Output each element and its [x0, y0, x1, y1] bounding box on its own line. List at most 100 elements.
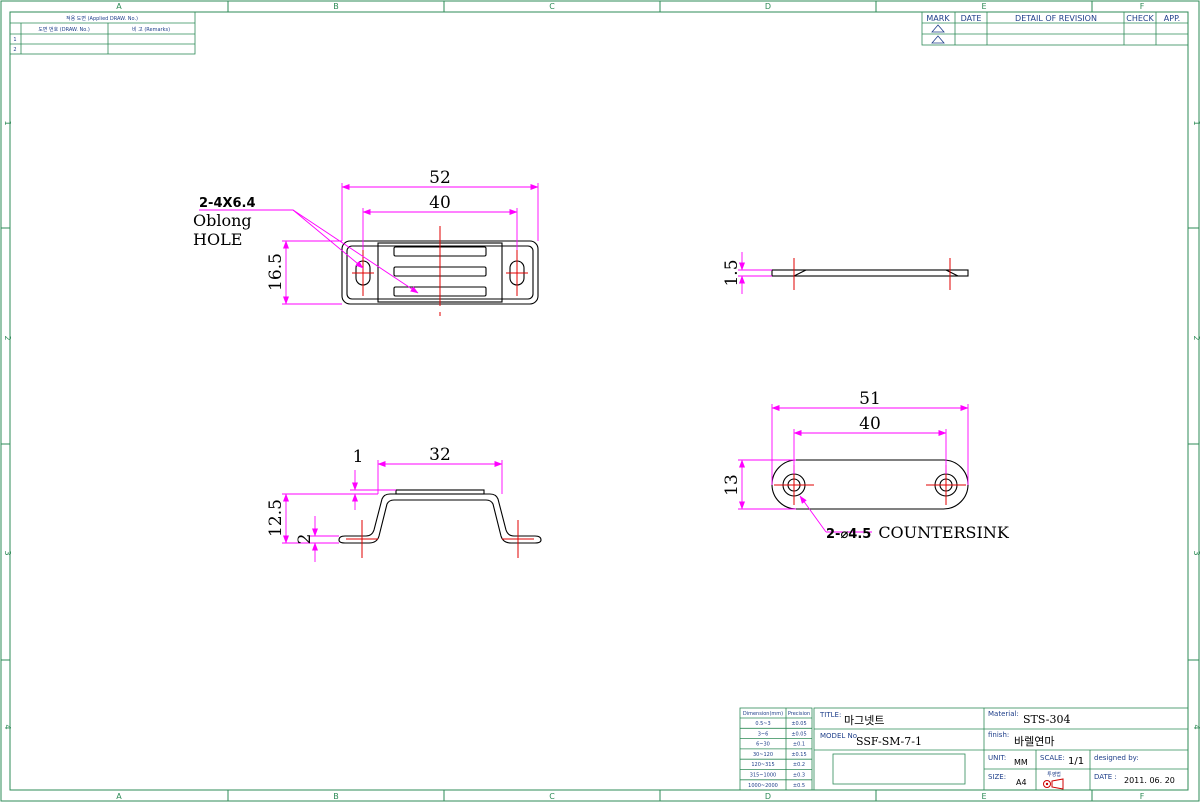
bottom-view: 51 40 13 2-⌀4.5 COUNTERSINK: [722, 389, 1010, 542]
zone-row-1-right: 1: [1192, 120, 1200, 125]
tolerance-range-1: 0.5~3: [755, 721, 770, 727]
zone-col-b-bottom: B: [333, 792, 339, 801]
zone-col-f-bottom: F: [1140, 792, 1145, 801]
front-view-profile: [338, 493, 542, 544]
applied-drawing-col-remarks: 비 고 (Remarks): [132, 26, 170, 33]
dim-16-5: 16.5: [266, 253, 286, 291]
zone-col-b-top: B: [333, 2, 339, 11]
title-block: TITLE: 마그넷트 MODEL No. SSF-SM-7-1 Materia…: [813, 707, 1189, 791]
zone-row-2-right: 2: [1192, 335, 1200, 340]
tolerance-range-2: 3~6: [758, 731, 769, 737]
zone-col-a-top: A: [116, 2, 122, 11]
scale-label: SCALE:: [1040, 754, 1065, 762]
revision-table: MARK DATE DETAIL OF REVISION CHECK APP.: [921, 11, 1189, 46]
title-label: TITLE:: [819, 711, 841, 719]
revision-col-app: APP.: [1164, 14, 1180, 23]
zone-col-d-bottom: D: [765, 792, 771, 801]
model-label: MODEL No.: [820, 732, 859, 740]
applied-drawing-title: 적용 도면 (Applied DRAW. No.): [66, 15, 138, 22]
material-label: Material:: [988, 710, 1019, 718]
tolerance-value-4: ±0.15: [791, 752, 806, 758]
tolerance-value-2: ±0.05: [791, 731, 806, 737]
zone-row-3-left: 3: [3, 550, 12, 555]
countersink-note-prefix: 2-: [826, 527, 840, 542]
revision-col-check: CHECK: [1126, 14, 1154, 23]
zone-row-3-right: 3: [1192, 550, 1200, 555]
zone-col-f-top: F: [1140, 2, 1145, 11]
diameter-symbol: ⌀: [840, 527, 848, 542]
countersink-note-text: COUNTERSINK: [878, 523, 1010, 542]
oblong-hole-note-hole: HOLE: [193, 230, 242, 249]
dim-2: 2: [295, 534, 315, 545]
applied-drawing-col-number: 도면 번호 (DRAW. No.): [38, 26, 90, 33]
tolerance-range-3: 6~30: [756, 742, 770, 748]
projection-symbol-icon: [1043, 778, 1064, 790]
tolerance-value-6: ±0.3: [793, 773, 805, 779]
revision-triangle-icon-1: [931, 24, 945, 33]
date-label: DATE :: [1094, 773, 1117, 781]
countersink-note-size: 4.5: [848, 527, 871, 542]
dim-1: 1: [353, 447, 364, 467]
zone-row-4-right: 4: [1192, 724, 1200, 729]
revision-col-date: DATE: [961, 14, 982, 23]
tolerance-range-6: 315~1000: [750, 773, 776, 779]
revision-col-detail: DETAIL OF REVISION: [1015, 14, 1097, 23]
finish-label: finish:: [988, 731, 1009, 739]
applied-drawing-row-1: 1: [13, 37, 16, 43]
countersink-note: 2-⌀4.5 COUNTERSINK: [826, 523, 1010, 542]
applied-drawing-row-2: 2: [13, 47, 16, 53]
oblong-hole-note-size: 2-4X6.4: [199, 196, 256, 211]
date-value: 2011. 06. 20: [1124, 776, 1175, 785]
zone-row-1-left: 1: [3, 120, 12, 125]
tolerance-value-1: ±0.05: [791, 721, 806, 727]
front-view-magnet: [395, 489, 485, 495]
size-label: SIZE:: [988, 773, 1006, 781]
dim-52: 52: [429, 168, 451, 188]
top-view: 52 40 16.5 2-4X6.4 Oblong HOLE: [193, 168, 539, 316]
tolerance-range-5: 120~315: [751, 762, 774, 768]
tolerance-range-4: 30~120: [753, 752, 773, 758]
zone-col-e-top: E: [981, 2, 986, 11]
revision-col-mark: MARK: [926, 14, 950, 23]
finish-value: 바렐연마: [1014, 735, 1054, 748]
zone-col-e-bottom: E: [981, 792, 986, 801]
zone-col-c-top: C: [549, 2, 555, 11]
dim-1-5: 1.5: [722, 259, 742, 286]
unit-label: UNIT:: [988, 754, 1006, 762]
size-value: A4: [1016, 778, 1027, 787]
revision-triangle-icon-2: [931, 35, 945, 44]
dim-32: 32: [429, 445, 451, 465]
dim-51: 51: [859, 389, 881, 409]
material-value: STS-304: [1023, 713, 1071, 726]
scale-value: 1/1: [1068, 756, 1084, 767]
title-value: 마그넷트: [844, 714, 884, 727]
title-block-blank-box: [832, 753, 966, 785]
applied-drawing-table: 적용 도면 (Applied DRAW. No.) 도면 번호 (DRAW. N…: [9, 11, 196, 55]
side-view: 1.5: [722, 252, 969, 294]
tolerance-range-7: 1000~2000: [748, 783, 778, 789]
model-value: SSF-SM-7-1: [856, 735, 922, 748]
designed-label: designed by:: [1094, 754, 1139, 762]
projection-label: 투영법: [1047, 771, 1061, 778]
tolerance-value-3: ±0.1: [793, 742, 805, 748]
tolerance-table: Dimension(mm) Precision 0.5~3 ±0.05 3~6 …: [739, 707, 813, 791]
front-view: 32 1 12.5 2: [266, 445, 542, 562]
tolerance-header-dimension: Dimension(mm): [743, 711, 783, 717]
unit-value: MM: [1014, 758, 1028, 767]
dim-13: 13: [722, 474, 742, 496]
zone-col-c-bottom: C: [549, 792, 555, 801]
tolerance-value-5: ±0.2: [793, 762, 805, 768]
side-view-plate: [771, 269, 969, 277]
zone-col-a-bottom: A: [116, 792, 122, 801]
dim-40-top: 40: [429, 193, 451, 213]
dim-40-bottom: 40: [859, 414, 881, 434]
tolerance-value-7: ±0.5: [793, 783, 805, 789]
tolerance-header-precision: Precision: [788, 711, 810, 717]
zone-row-2-left: 2: [3, 335, 12, 340]
dim-12-5: 12.5: [266, 499, 286, 537]
oblong-hole-note-type: Oblong: [193, 211, 252, 230]
zone-col-d-top: D: [765, 2, 771, 11]
zone-row-4-left: 4: [3, 724, 12, 729]
